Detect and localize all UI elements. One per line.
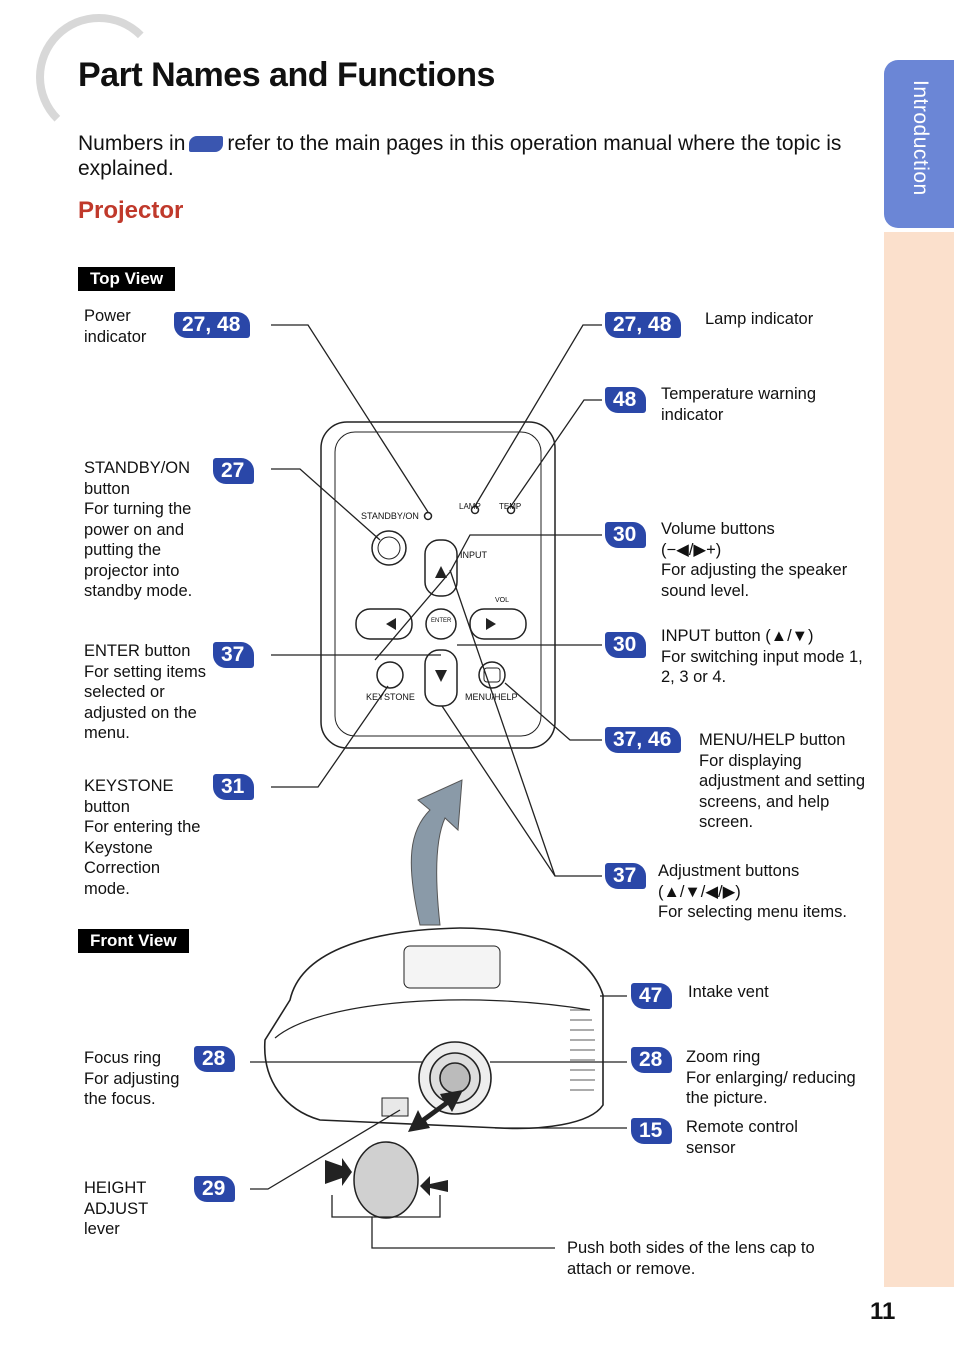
lamp-indicator-title: Lamp indicator [705,310,814,328]
lamp-indicator-badge[interactable]: 27, 48 [605,312,682,338]
panel-enter-label: ENTER [431,618,452,624]
zoom-ring-desc: For enlarging/ reducing the picture. [686,1068,856,1108]
intake-vent-badge[interactable]: 47 [631,983,673,1009]
zoom-ring-label: Zoom ring For enlarging/ reducing the pi… [686,1047,866,1109]
lens-cap-arrow [408,1090,463,1132]
remote-sensor-title: Remote control sensor [686,1118,798,1157]
intro-before: Numbers in [78,132,186,155]
standby-button-badge[interactable]: 27 [213,458,255,484]
zoom-ring-badge[interactable]: 28 [631,1047,673,1073]
adjustment-buttons-badge[interactable]: 37 [605,863,647,889]
intro-after: refer to the main pages in this operatio… [78,132,842,180]
standby-button-label: STANDBY/ON button For turning the power … [84,458,212,602]
side-strip [884,232,954,1287]
input-button-label: INPUT button (▲/▼) For switching input m… [661,626,873,688]
lens-cap-note: Push both sides of the lens cap to attac… [567,1239,815,1278]
input-button-desc: For switching input mode 1, 2, 3 or 4. [661,647,863,687]
height-adjust-label: HEIGHT ADJUST lever [84,1178,164,1240]
view-transition-arrow [410,779,463,926]
section-heading: Projector [78,197,184,224]
temp-indicator-title: Temperature warning indicator [661,385,816,424]
adjustment-buttons-desc: For selecting menu items. [658,903,847,921]
lens-cap [353,1141,419,1219]
leader-lines-front [250,995,627,1249]
input-button-title: INPUT button (▲/▼) [661,627,814,645]
keystone-button-badge[interactable]: 31 [213,774,255,800]
keystone-button-title: KEYSTONE button [84,777,174,816]
enter-button-title: ENTER button [84,642,191,660]
focus-ring-badge[interactable]: 28 [194,1046,236,1072]
title-decoration [36,14,162,140]
power-indicator-badge[interactable]: 27, 48 [174,312,251,338]
enter-button-desc: For setting items selected or adjusted o… [84,662,206,743]
leader-lines-top [271,324,602,877]
height-adjust-title: HEIGHT ADJUST lever [84,1179,148,1238]
power-indicator-title: Power indicator [84,307,147,346]
menu-help-button-label: MENU/HELP button For displaying adjustme… [699,730,871,833]
menu-help-button-desc: For displaying adjustment and setting sc… [699,751,866,832]
menu-help-button-title: MENU/HELP button [699,731,846,749]
adjustment-buttons-label: Adjustment buttons (▲/▼/◀/▶) For selecti… [658,861,873,923]
page-number: 11 [870,1298,896,1325]
focus-ring-desc: For adjusting the focus. [84,1069,180,1109]
intake-vent-label: Intake vent [688,982,838,1003]
page-ref-chip-icon [189,136,224,153]
remote-sensor-badge[interactable]: 15 [631,1118,673,1144]
menu-help-button-badge[interactable]: 37, 46 [605,727,682,753]
panel-input-label: INPUT [460,550,487,560]
enter-button-label: ENTER button For setting items selected … [84,641,209,744]
remote-sensor-label: Remote control sensor [686,1117,816,1158]
front-view-label: Front View [78,929,189,953]
temp-indicator-label: Temperature warning indicator [661,384,851,425]
focus-ring-title: Focus ring [84,1049,162,1067]
intake-vent-title: Intake vent [688,983,769,1001]
side-tab-label: Introduction [909,80,932,196]
enter-button-badge[interactable]: 37 [213,642,255,668]
keystone-button-desc: For entering the Keystone Correction mod… [84,818,201,898]
focus-ring-label: Focus ring For adjusting the focus. [84,1048,204,1110]
keystone-button-label: KEYSTONE button For entering the Keyston… [84,776,209,899]
zoom-ring-title: Zoom ring [686,1048,761,1066]
panel-keystone-label: KEYSTONE [366,692,415,702]
height-adjust-badge[interactable]: 29 [194,1176,236,1202]
panel-menu-label: MENU/HELP [465,692,518,702]
projector-drawing [264,927,604,1130]
standby-button-title: STANDBY/ON button [84,459,191,498]
control-panel-drawing [320,421,556,749]
temp-indicator-badge[interactable]: 48 [605,387,647,413]
top-view-label: Top View [78,267,176,291]
volume-buttons-badge[interactable]: 30 [605,522,647,548]
panel-standby-label: STANDBY/ON [361,511,419,521]
adjustment-buttons-title: Adjustment buttons (▲/▼/◀/▶) [658,862,800,901]
volume-buttons-desc: For adjusting the speaker sound level. [661,561,848,600]
volume-buttons-title: Volume buttons (−◀/▶+) [661,520,775,559]
page-title: Part Names and Functions [78,56,495,94]
panel-temp-label: TEMP [499,502,522,511]
volume-buttons-label: Volume buttons (−◀/▶+) For adjusting the… [661,519,873,601]
lamp-indicator-label: Lamp indicator [705,309,865,330]
panel-vol-label: VOL [495,597,510,604]
power-indicator-label: Power indicator [84,306,174,347]
side-tab[interactable]: Introduction [884,60,954,228]
panel-lamp-label: LAMP [459,502,481,511]
standby-button-desc: For turning the power on and putting the… [84,500,193,600]
input-button-badge[interactable]: 30 [605,632,647,658]
